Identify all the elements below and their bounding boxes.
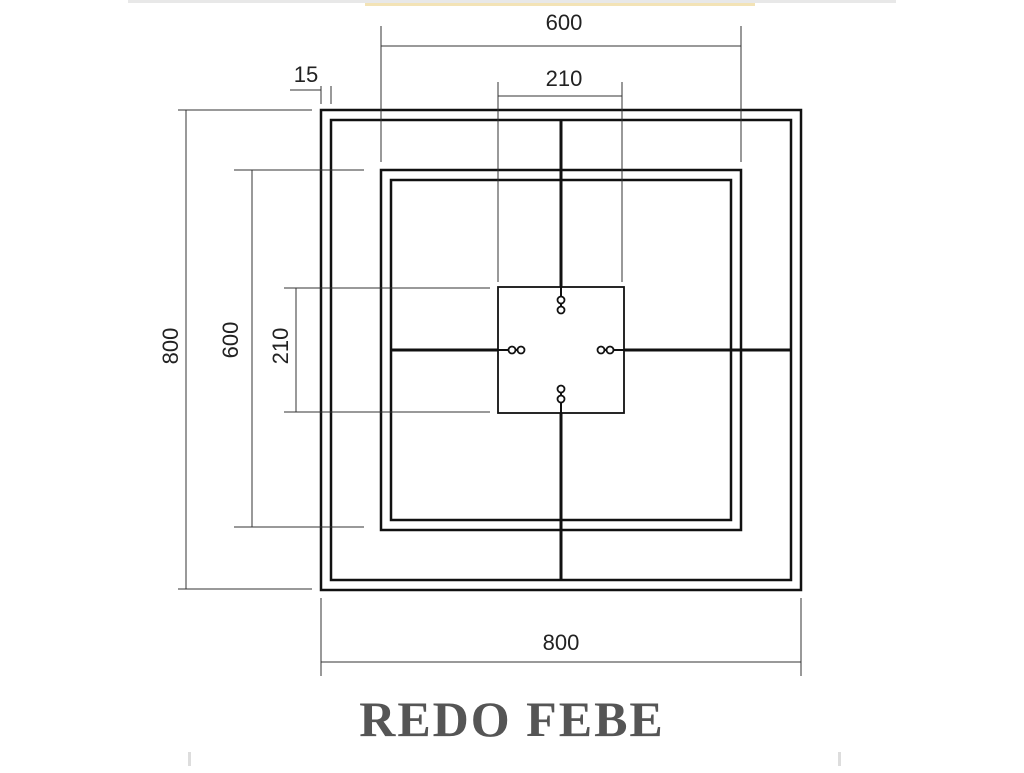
- dim-frame-offset: 15: [294, 62, 318, 87]
- screw-icon: [556, 305, 566, 315]
- dim-inner-width: 600: [546, 10, 583, 35]
- dim-inner-height: 600: [218, 322, 243, 359]
- screw-icon: [507, 345, 517, 355]
- top-gray-bar: [128, 0, 896, 3]
- screw-icon: [605, 345, 615, 355]
- bottom-mark-right: [838, 752, 841, 766]
- product-title: REDO FEBE: [359, 691, 665, 747]
- screw-icons: [507, 295, 615, 404]
- screw-icon: [516, 345, 526, 355]
- outer-frame: [319, 108, 803, 592]
- bottom-mark-left: [188, 752, 191, 766]
- lamp-plan: [319, 108, 803, 592]
- screw-icon: [596, 345, 606, 355]
- dim-center-height: 210: [268, 328, 293, 365]
- dimension-lines: [178, 26, 802, 676]
- dim-outer-height: 800: [158, 328, 183, 365]
- screw-icon: [556, 384, 566, 394]
- dim-outer-width: 800: [543, 630, 580, 655]
- dimension-labels: 600 210 15 800 600 210 800: [158, 10, 582, 655]
- screw-icon: [556, 394, 566, 404]
- dim-center-width: 210: [546, 66, 583, 91]
- screw-icon: [556, 295, 566, 305]
